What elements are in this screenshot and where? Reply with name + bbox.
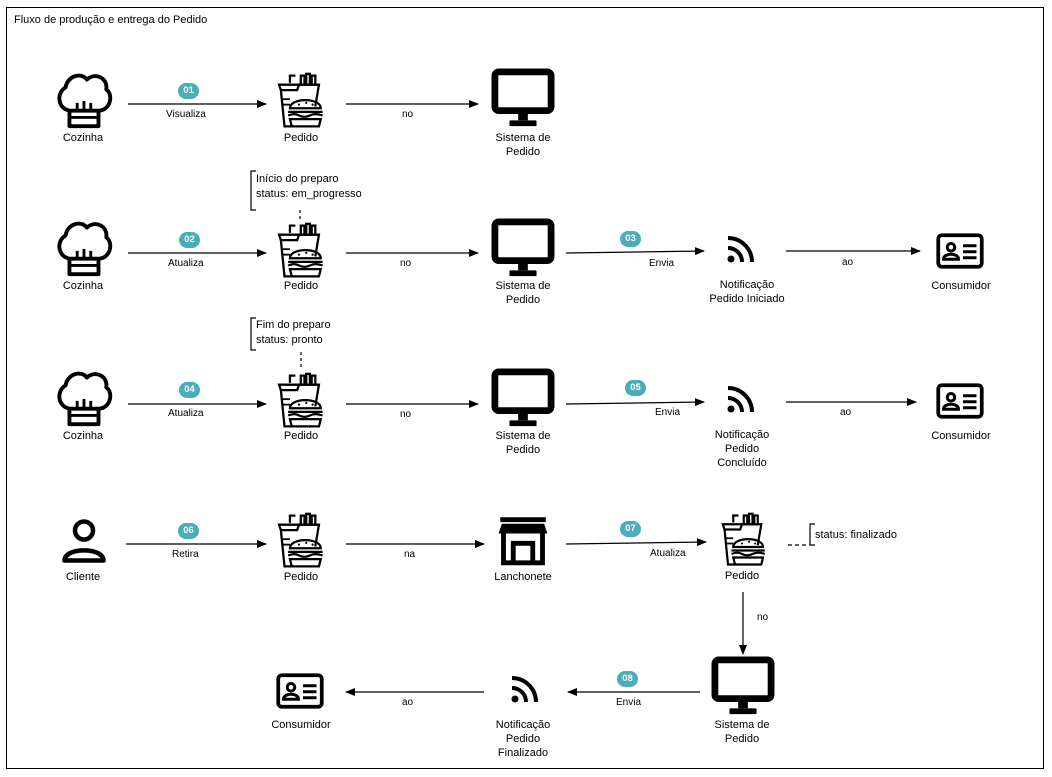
id-card-icon [275,673,325,709]
step-badge-08: 08 [617,671,638,687]
diagram-frame [6,7,1044,769]
edge-label-no-4: no [755,612,771,623]
node-sistema-5-label: Sistema de Pedido [714,719,770,745]
monitor-icon [490,368,556,430]
monitor-icon [490,68,556,130]
node-cozinha-1-label: Cozinha [62,132,104,144]
fast-food-icon [714,512,770,568]
rss-icon [724,234,756,266]
edge-label-no-1: no [400,109,416,120]
edge-label-atualiza-3: Atualiza [166,408,206,419]
step-badge-05: 05 [625,380,646,396]
step-badge-01: 01 [178,83,199,99]
edge-label-ao-2: ao [840,257,856,268]
note-finalizado-bracket [809,523,815,546]
step-badge-03: 03 [620,231,641,247]
step-badge-04: 04 [179,382,200,398]
node-sistema-1-label: Sistema de Pedido [495,132,551,158]
edge-label-visualiza: Visualiza [164,109,208,120]
edge-sistema-notif-2 [565,247,705,256]
fast-food-icon [270,72,328,130]
rss-icon [724,384,756,416]
edge-label-no-2: no [398,258,414,269]
edge-label-na: na [402,549,418,560]
chef-hat-icon [52,366,114,428]
node-consumidor-5-label: Consumidor [271,719,331,731]
fast-food-icon [270,222,328,280]
node-sistema-2-label: Sistema de Pedido [495,280,551,306]
monitor-icon [710,656,776,718]
edge-label-ao-3: ao [838,407,854,418]
edge-label-retira: Retira [170,549,201,560]
step-badge-06: 06 [178,523,199,539]
edge-label-atualiza-2: Atualiza [166,258,206,269]
fast-food-icon [270,372,328,430]
note-fim-preparo: Fim do preparo status: pronto [256,319,331,346]
edge-label-atualiza-4: Atualiza [648,548,688,559]
chef-hat-icon [52,216,114,278]
node-cozinha-2-label: Cozinha [62,280,104,292]
node-cliente-label: Cliente [65,571,101,583]
node-lanchonete-label: Lanchonete [494,571,552,583]
node-notif-concluido-label: Notificação Pedido Concluído [714,429,770,469]
note-inicio-bracket [250,170,256,211]
step-badge-02: 02 [179,232,200,248]
edge-label-ao-5: ao [400,697,416,708]
node-pedido-4-label: Pedido [283,571,319,583]
step-badge-07: 07 [620,521,641,537]
edge-label-no-3: no [398,409,414,420]
node-consumidor-3-label: Consumidor [931,430,991,442]
note-inicio-preparo: Início do preparo status: em_progresso [256,173,362,200]
id-card-icon [935,383,985,419]
node-notif-finalizado-label: Notificação Pedido Finalizado [495,719,551,759]
monitor-icon [490,218,556,280]
chef-hat-icon [52,68,114,130]
node-pedido-1-label: Pedido [283,132,319,144]
diagram-title: Fluxo de produção e entrega do Pedido [14,14,208,26]
id-card-icon [935,233,985,269]
node-cozinha-3-label: Cozinha [62,430,104,442]
edge-sistema-notif-3 [565,398,705,407]
edge-label-envia-5: Envia [614,697,644,708]
user-icon [60,516,108,566]
node-sistema-3-label: Sistema de Pedido [495,430,551,456]
rss-icon [508,674,540,706]
edge-label-envia-2: Envia [647,258,677,269]
node-pedido-3-label: Pedido [283,430,319,442]
store-icon [496,514,550,566]
node-pedido-5-label: Pedido [724,570,760,582]
node-consumidor-2-label: Consumidor [931,280,991,292]
edge-lanchonete-pedido-4 [565,538,707,547]
edge-label-envia-3: Envia [653,407,683,418]
note-status-finalizado: status: finalizado [815,529,897,541]
note-fim-bracket [250,317,256,351]
node-notif-iniciado-label: Notificação Pedido Iniciado [709,279,785,305]
node-pedido-2-label: Pedido [283,280,319,292]
fast-food-icon [270,512,328,570]
